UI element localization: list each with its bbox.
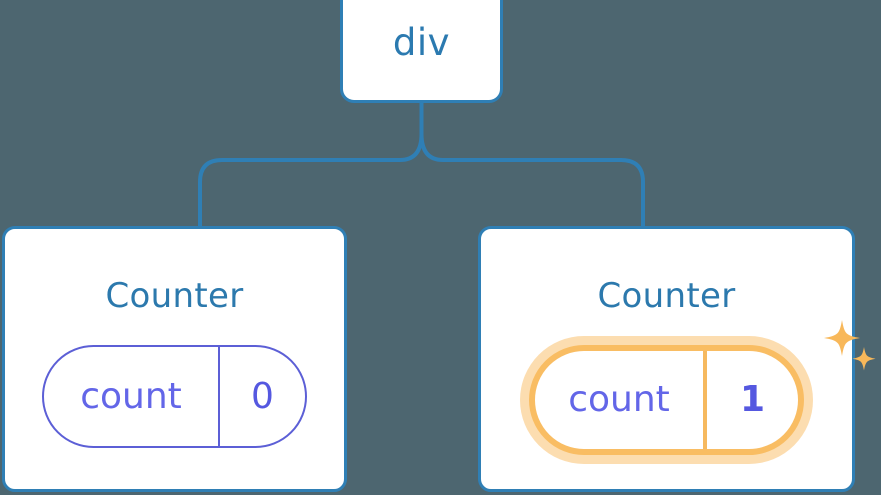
state-pill-wrapper: count 1 bbox=[529, 320, 876, 455]
state-value-cell: 0 bbox=[220, 347, 305, 446]
state-value-label: 0 bbox=[251, 375, 274, 417]
node-counter-right[interactable]: Counter count 1 bbox=[478, 226, 876, 492]
state-pill-wrapper: count 0 bbox=[42, 345, 307, 448]
root-node-label: div bbox=[392, 21, 451, 64]
state-value-cell: 1 bbox=[707, 351, 798, 449]
connector-left bbox=[198, 100, 424, 230]
state-key-cell: count bbox=[535, 351, 707, 449]
sparkle-small-icon bbox=[852, 347, 876, 371]
state-key-label: count bbox=[568, 379, 670, 420]
state-key-label: count bbox=[80, 375, 182, 417]
state-pill[interactable]: count 0 bbox=[42, 345, 307, 448]
state-key-cell: count bbox=[44, 347, 220, 446]
node-title: Counter bbox=[105, 276, 244, 316]
node-counter-left[interactable]: Counter count 0 bbox=[2, 226, 347, 492]
state-pill-highlighted[interactable]: count 1 bbox=[529, 345, 804, 455]
node-title: Counter bbox=[597, 276, 736, 316]
sparkle-group bbox=[817, 317, 881, 387]
state-value-label: 1 bbox=[739, 379, 766, 420]
node-root-div[interactable]: div bbox=[340, 0, 503, 103]
connector-right bbox=[419, 100, 645, 230]
sparkle-large-icon bbox=[824, 320, 860, 356]
